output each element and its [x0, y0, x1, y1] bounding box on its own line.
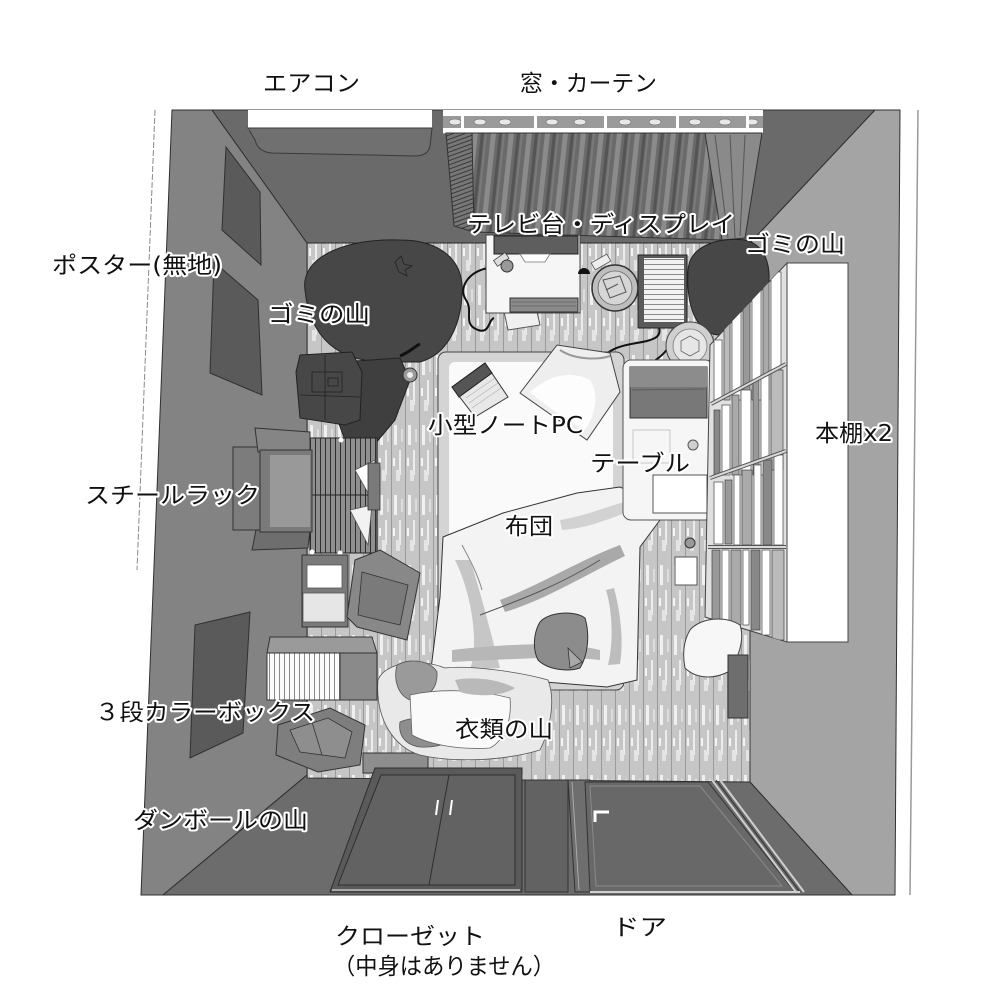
open-cardboard-box [232, 427, 313, 551]
tv-stand [485, 234, 590, 331]
steel-rack [309, 437, 381, 556]
poster-1 [221, 145, 262, 267]
label-cardboard-pile: ダンボールの山 [133, 808, 308, 834]
bookshelf [704, 261, 849, 643]
blanket [429, 486, 661, 688]
paper-on-table [652, 474, 708, 514]
room-door [524, 779, 805, 893]
label-bookshelf: 本棚x2 [815, 421, 893, 447]
label-closet: クローゼット [335, 924, 485, 950]
label-aircon: エアコン [263, 71, 360, 97]
outer-guide-right [909, 109, 919, 896]
door-handle [593, 810, 609, 822]
label-steel-rack: スチールラック [85, 483, 260, 509]
label-clothes-pile: 衣類の山 [455, 717, 553, 743]
label-poster: ポスター(無地) [52, 253, 222, 279]
window-curtain [443, 110, 763, 241]
pillow [519, 344, 621, 441]
poster-2 [209, 260, 263, 396]
label-window-curtain: 窓・カーテン [520, 71, 657, 97]
color-box [266, 636, 378, 701]
label-tv-stand-display: テレビ台・ディスプレイ [467, 212, 735, 238]
magazine-stack [637, 254, 688, 329]
round-object [665, 321, 715, 371]
poster-3 [189, 611, 251, 759]
bookshelf-side-panel [786, 262, 849, 643]
trash-basket [590, 253, 639, 312]
paper-on-floor [674, 556, 698, 586]
small-cabinets [301, 554, 349, 628]
label-table: テーブル [590, 451, 690, 477]
closet [329, 767, 523, 893]
table [622, 359, 714, 521]
air-conditioner [247, 110, 433, 157]
curtain-left-drape [445, 132, 475, 233]
label-small-laptop: 小型ノートPC [428, 413, 583, 439]
label-futon: 布団 [505, 514, 553, 540]
display-monitor [493, 235, 579, 255]
label-door: ドア [612, 915, 667, 941]
small-box-right [727, 654, 749, 719]
cardboard-pile [275, 707, 429, 774]
laptop [451, 362, 509, 418]
label-closet-note: （中身はありません） [333, 954, 555, 980]
closet-handles [435, 799, 453, 816]
outer-guide-left [136, 109, 156, 571]
label-color-box: ３段カラーボックス [95, 700, 315, 726]
label-trash-pile-right: ゴミの山 [745, 232, 845, 258]
labels: エアコン 窓・カーテン テレビ台・ディスプレイ ゴミの山 ポスター(無地) ゴミ… [50, 69, 895, 982]
backpack [295, 351, 363, 426]
clothes-pile [377, 660, 553, 761]
label-trash-pile-left: ゴミの山 [268, 302, 370, 328]
curtain-right-drape [704, 132, 763, 241]
